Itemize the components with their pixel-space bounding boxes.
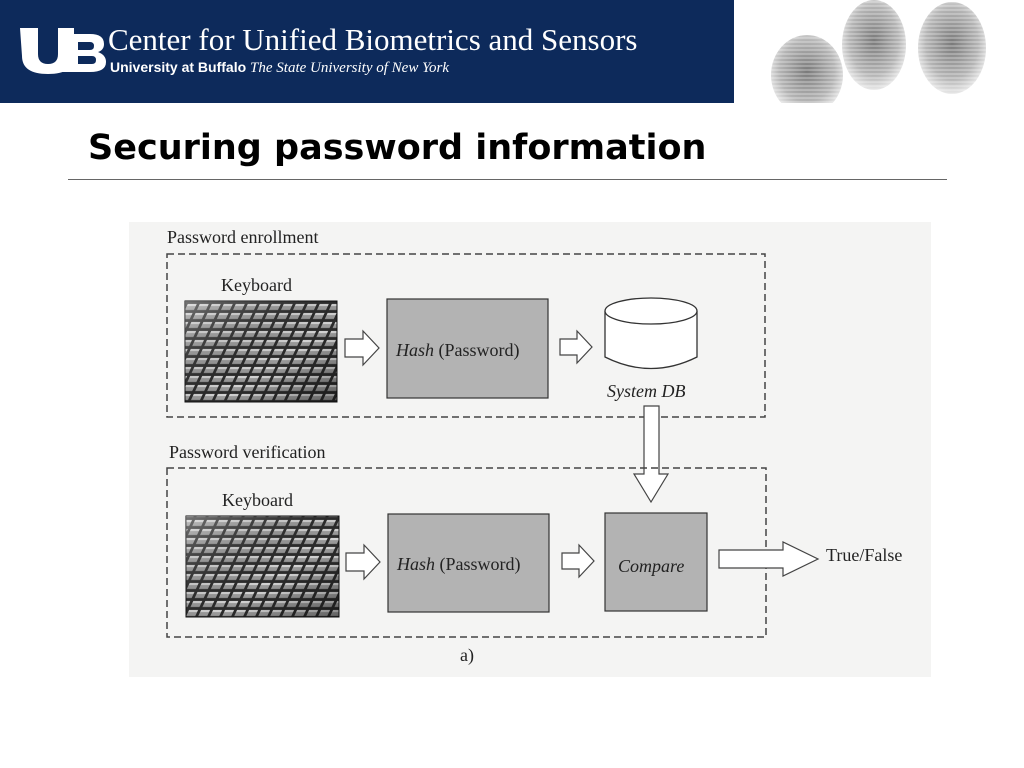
university-name: University at Buffalo [110,59,247,75]
enrollment-section-label: Password enrollment [167,227,319,247]
arrow-compare-to-output [718,541,820,577]
fingerprint-right [918,2,986,94]
verification-hash-arg: (Password) [439,554,521,574]
enrollment-hash-label: Hash (Password) [396,340,520,361]
verification-hash-box [387,513,550,613]
center-title: Center for Unified Biometrics and Sensor… [108,22,638,57]
verification-section-label: Password verification [169,442,326,462]
enrollment-hash-fn: Hash [396,340,435,360]
slide-title: Securing password information [88,128,707,168]
arrow-keyboard-to-hash-enroll [344,329,380,367]
university-tagline: The State University of New York [250,60,450,76]
arrow-db-to-compare [632,405,670,504]
university-line: University at Buffalo The State Universi… [110,59,449,77]
enrollment-hash-box [386,298,549,399]
compare-label: Compare [618,556,685,576]
arrow-hash-to-db [559,329,593,365]
header-banner: Center for Unified Biometrics and Sensor… [0,0,734,103]
compare-box [604,512,708,612]
ub-logo-icon [20,28,106,74]
figure-caption: a) [460,645,474,665]
fingerprint-left [771,35,843,103]
title-divider [68,179,947,180]
password-diagram: Password enrollment Keyboard Hash (Passw… [129,222,931,677]
arrow-hash-to-compare [561,543,595,579]
fingerprint-middle [842,0,906,90]
enrollment-keyboard-image [184,300,338,403]
verification-hash-label: Hash (Password) [397,554,521,575]
fingerprints-image [771,0,986,103]
verification-hash-fn: Hash [397,554,436,574]
verification-keyboard-image [185,515,340,618]
enrollment-keyboard-label: Keyboard [221,275,292,295]
output-label: True/False [826,545,903,565]
system-db-cylinder [604,297,698,370]
arrow-keyboard-to-hash-verify [345,543,381,581]
enrollment-hash-arg: (Password) [438,340,520,360]
system-db-label: System DB [607,381,686,401]
enrollment-frame [166,253,766,418]
diagram-graphics [166,253,820,638]
verification-keyboard-label: Keyboard [222,490,293,510]
